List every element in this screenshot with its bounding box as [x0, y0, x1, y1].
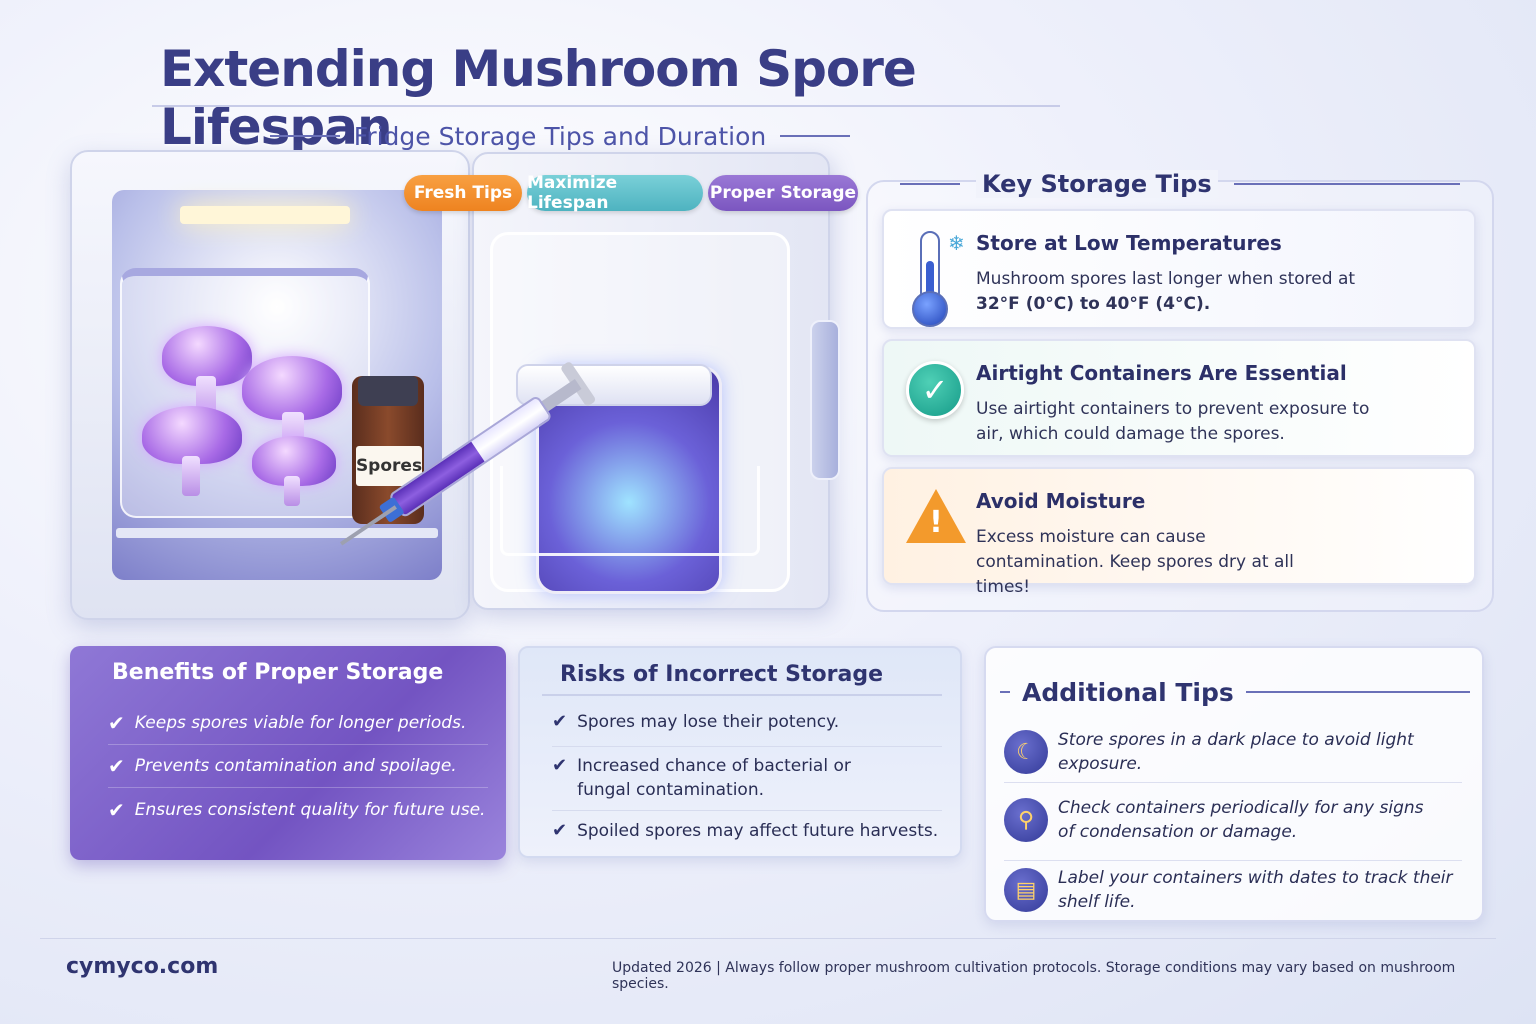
heading-dash-right — [1245, 691, 1470, 693]
tip-text-range: 32°F (0°C) to 40°F (4°C). — [976, 294, 1211, 314]
tip-title: Avoid Moisture — [976, 489, 1146, 513]
tip-text: Excess moisture can cause contamination.… — [976, 527, 1294, 597]
thermometer-icon: ❄ — [906, 231, 965, 327]
warning-icon: ! — [906, 489, 966, 547]
key-tips-heading: Key Storage Tips — [976, 170, 1218, 198]
page-title: Extending Mushroom Spore Lifespan — [160, 40, 917, 156]
list-item: ✔ Ensures consistent quality for future u… — [108, 788, 488, 831]
key-tips-heading-row: Key Storage Tips — [900, 164, 1460, 204]
list-item-text: Increased chance of bacterial or fungal … — [577, 756, 851, 800]
benefits-panel: Benefits of Proper Storage ✔ Keeps spores… — [70, 646, 506, 860]
list-item-text: Keeps spores viable for longer periods. — [134, 713, 467, 733]
fridge-light — [180, 206, 350, 224]
moon-icon: ☾ — [1004, 730, 1048, 774]
risks-divider — [542, 694, 942, 696]
tip-card-temperature: ❄ Store at Low Temperatures Mushroom spo… — [882, 209, 1476, 329]
tip-card-airtight: ✓ Airtight Containers Are Essential Use … — [882, 339, 1476, 457]
risks-panel: Risks of Incorrect Storage ✔ Spores may l… — [518, 646, 962, 858]
mushroom-stem — [284, 476, 300, 506]
list-item-text: Check containers periodically for any si… — [1058, 798, 1424, 842]
list-item-text: Label your containers with dates to trac… — [1058, 868, 1453, 912]
tip-card-moisture: ! Avoid Moisture Excess moisture can cau… — [882, 467, 1476, 597]
title-divider — [152, 105, 1060, 107]
list-item: ✔ Spores may lose their potency. — [552, 710, 942, 734]
additional-heading-row: Additional Tips — [1000, 674, 1470, 710]
badge-fresh-tips: Fresh Tips — [404, 175, 522, 211]
fridge-handle — [810, 320, 840, 480]
footer-divider — [40, 938, 1496, 939]
check-icon: ✔ — [108, 797, 125, 822]
list-item-text: Ensures consistent quality for future us… — [134, 799, 486, 820]
snowflake-icon: ❄ — [948, 231, 965, 255]
page-subtitle: Fridge Storage Tips and Duration — [353, 121, 767, 151]
benefits-list: ✔ Keeps spores viable for longer periods.… — [108, 702, 488, 831]
list-item-text: Store spores in a dark place to avoid li… — [1058, 730, 1414, 774]
list-item-text: Spoiled spores may affect future harvest… — [577, 821, 939, 841]
heading-dash-right — [1233, 183, 1460, 185]
checkmark-icon: ✓ — [906, 361, 964, 419]
subtitle-dash-right — [780, 135, 850, 137]
magnifier-icon: ⚲ — [1004, 798, 1048, 842]
label-icon: ▤ — [1004, 868, 1048, 912]
check-icon: ✔ — [552, 711, 568, 732]
site-name: cymyco.com — [66, 954, 219, 979]
bottle-label: Spores — [356, 446, 422, 486]
warning-triangle — [906, 489, 966, 543]
thermometer-fill — [926, 261, 934, 305]
list-item: ✔ Keeps spores viable for longer periods. — [108, 702, 488, 745]
tip-text: Use airtight containers to prevent expos… — [976, 399, 1370, 444]
additional-tips-panel: Additional Tips ☾ Store spores in a dark… — [984, 646, 1484, 922]
tip-title: Airtight Containers Are Essential — [976, 361, 1347, 385]
mushroom-cap — [142, 406, 242, 464]
thermometer-bulb — [912, 291, 948, 327]
list-item-text: Spores may lose their potency. — [577, 712, 840, 732]
subtitle-dash-left — [270, 135, 340, 137]
bottle-cap — [358, 376, 418, 406]
syringe-needle — [339, 505, 397, 546]
tip-title: Store at Low Temperatures — [976, 231, 1282, 255]
list-divider — [1004, 782, 1462, 783]
mushroom-cap — [242, 356, 342, 420]
check-icon: ✔ — [108, 754, 125, 778]
additional-heading: Additional Tips — [1022, 677, 1234, 707]
heading-dash-left — [1000, 691, 1010, 693]
check-icon: ✔ — [552, 820, 568, 841]
heading-dash-left — [900, 183, 960, 185]
tip-text: Mushroom spores last longer when stored … — [976, 267, 1456, 317]
fridge-shelf — [116, 528, 438, 538]
list-item: ⚲ Check containers periodically for any … — [1004, 796, 1478, 844]
mushroom-bag-illustration — [120, 268, 370, 518]
check-icon: ✔ — [108, 711, 125, 735]
tip-text-main: Mushroom spores last longer when stored … — [976, 269, 1356, 289]
list-item: ✔ Increased chance of bacterial or fungal… — [552, 754, 942, 802]
list-item: ✔ Prevents contamination and spoilage. — [108, 745, 488, 788]
list-item: ☾ Store spores in a dark place to avoid … — [1004, 728, 1478, 776]
list-item: ▤ Label your containers with dates to tr… — [1004, 866, 1478, 914]
list-divider — [552, 746, 942, 747]
warning-exclamation: ! — [929, 505, 943, 540]
benefits-title: Benefits of Proper Storage — [112, 660, 444, 685]
list-item: ✔ Spoiled spores may affect future harves… — [552, 819, 942, 843]
risks-title: Risks of Incorrect Storage — [560, 662, 883, 687]
badge-maximize-lifespan: Maximize Lifespan — [527, 173, 703, 213]
list-item-text: Prevents contamination and spoilage. — [134, 756, 457, 776]
checkmark-circle: ✓ — [906, 361, 964, 419]
door-shelf — [500, 466, 760, 556]
list-divider — [1004, 860, 1462, 861]
check-icon: ✔ — [552, 755, 568, 776]
subtitle-row: Fridge Storage Tips and Duration — [270, 118, 850, 154]
list-divider — [552, 810, 942, 811]
badge-proper-storage: Proper Storage — [708, 175, 858, 211]
mushroom-stem — [182, 456, 200, 496]
footer-note: Updated 2026 | Always follow proper mush… — [612, 960, 1456, 992]
